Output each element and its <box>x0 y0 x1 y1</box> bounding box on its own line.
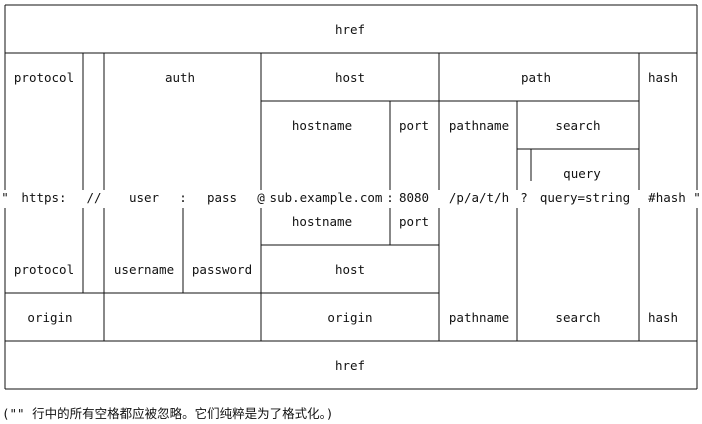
lower-hostname-label: hostname <box>292 214 352 229</box>
hash-label: hash <box>648 70 678 85</box>
href-label-bottom: href <box>335 358 365 373</box>
url-user: user <box>129 190 160 205</box>
url-question: ? <box>520 190 528 205</box>
href-label-top: href <box>335 22 365 37</box>
footnote: ("" 行中的所有空格都应被忽略。它们纯粹是为了格式化。) <box>2 406 334 421</box>
url-port-colon: : <box>386 190 394 205</box>
password-label: password <box>192 262 252 277</box>
lower-host-label: host <box>335 262 365 277</box>
url-open-quote: " <box>1 190 9 205</box>
url-pathname: /p/a/t/h <box>449 190 509 205</box>
pathname-label: pathname <box>449 118 509 133</box>
origin-label-mid: origin <box>327 310 372 325</box>
query-label: query <box>563 166 601 181</box>
diagram-lines <box>4 4 698 390</box>
url-hash: #hash <box>648 190 686 205</box>
path-label: path <box>521 70 551 85</box>
url-slashes: // <box>86 190 101 205</box>
url-close-quote: " <box>693 190 701 205</box>
host-label: host <box>335 70 365 85</box>
username-label: username <box>114 262 174 277</box>
url-hostname: sub.example.com <box>270 190 383 205</box>
url-port: 8080 <box>399 190 429 205</box>
auth-label: auth <box>165 70 195 85</box>
origin-search-label: search <box>555 310 600 325</box>
origin-pathname-label: pathname <box>449 310 509 325</box>
lower-port-label: port <box>399 214 429 229</box>
search-label: search <box>555 118 600 133</box>
origin-label-left: origin <box>27 310 72 325</box>
port-label: port <box>399 118 429 133</box>
url-query: query=string <box>540 190 630 205</box>
url-at: @ <box>257 190 265 205</box>
url-parts-diagram: href protocol auth host path hash hostna… <box>1 4 701 390</box>
url-pass: pass <box>207 190 237 205</box>
url-protocol: https: <box>21 190 66 205</box>
url-colon: : <box>179 190 187 205</box>
lower-protocol-label: protocol <box>14 262 74 277</box>
hostname-label: hostname <box>292 118 352 133</box>
protocol-label: protocol <box>14 70 74 85</box>
origin-hash-label: hash <box>648 310 678 325</box>
